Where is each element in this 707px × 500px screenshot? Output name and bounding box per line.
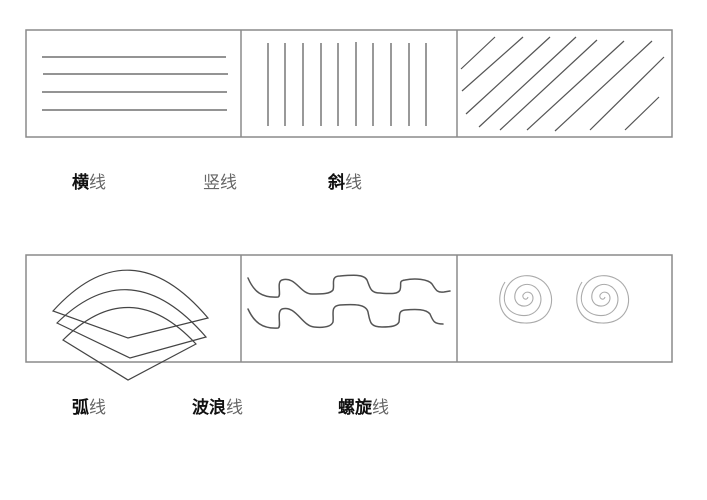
- label-arc-plain: 线: [89, 398, 106, 418]
- vertical-lines-panel: [267, 42, 427, 126]
- row2-frame: [25, 254, 673, 363]
- label-spiral-line: 螺旋线: [338, 398, 389, 418]
- diagonal-lines-panel: [460, 36, 665, 132]
- wave-line-1: [247, 274, 451, 298]
- label-spiral-bold: 螺旋: [338, 398, 372, 418]
- label-arc-line: 弧线: [72, 398, 106, 418]
- label-vertical-plain: 竖线: [203, 173, 237, 193]
- label-diagonal-line: 斜线: [328, 173, 362, 193]
- spiral-1: [499, 275, 553, 324]
- label-diagonal-plain: 线: [345, 173, 362, 193]
- arc-sectors-panel: [51, 269, 210, 381]
- label-wave-bold: 波浪: [192, 398, 226, 418]
- arc-sector-1: [51, 269, 210, 339]
- label-arc-bold: 弧: [72, 398, 89, 418]
- label-diagonal-bold: 斜: [328, 173, 345, 193]
- horizontal-lines-panel: [42, 56, 228, 111]
- spiral-2: [576, 275, 630, 324]
- label-horizontal-plain: 线: [89, 173, 106, 193]
- spirals-panel: [499, 275, 630, 324]
- arc-sector-3: [62, 306, 197, 381]
- label-wave-line: 波浪线: [192, 398, 243, 418]
- label-wave-plain: 线: [226, 398, 243, 418]
- label-spiral-plain: 线: [372, 398, 389, 418]
- row1-frame: [25, 29, 673, 138]
- arc-sector-2: [55, 289, 208, 359]
- label-horizontal-bold: 横: [72, 173, 89, 193]
- label-horizontal-line: 横线: [72, 173, 106, 193]
- label-vertical-line: 竖线: [203, 173, 237, 193]
- wave-lines-panel: [247, 274, 451, 329]
- wave-line-2: [247, 303, 444, 329]
